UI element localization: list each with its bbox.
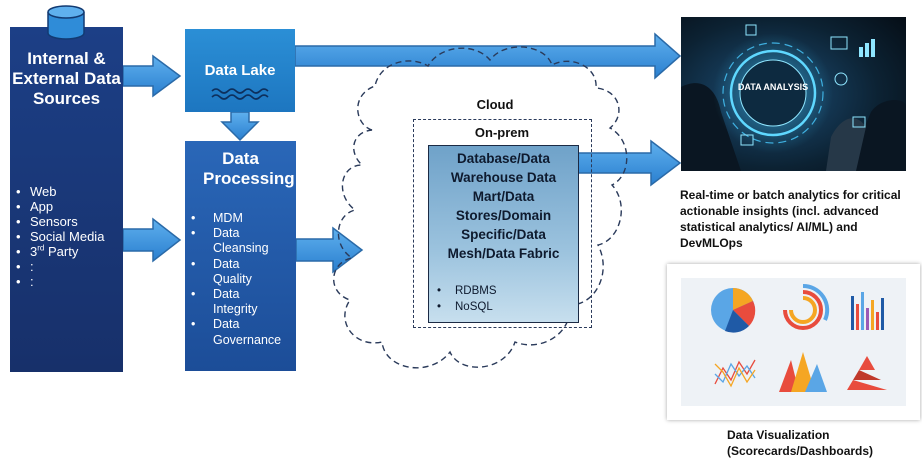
data-processing-title: Data Processing (203, 149, 295, 188)
list-item: : (10, 259, 123, 274)
list-item: Data Governance (185, 317, 283, 347)
data-processing-list: MDM Data Cleansing Data Quality Data Int… (185, 211, 296, 348)
list-item: : (10, 274, 123, 289)
list-item: Data Cleansing (185, 226, 273, 256)
visualization-panel (667, 264, 920, 420)
storage-list: RDBMS NoSQL (429, 283, 578, 315)
svg-text:DATA ANALYSIS: DATA ANALYSIS (738, 82, 808, 92)
radial-chart-thumbnail (783, 283, 830, 330)
list-item: Web (10, 184, 123, 199)
pyramid-chart-thumbnail (847, 356, 887, 390)
data-lake-title: Data Lake (204, 62, 276, 79)
data-sources-title: Internal & External Data Sources (12, 49, 121, 108)
data-lake-box: Data Lake (185, 29, 295, 112)
arrow-storage-to-analytics (576, 139, 682, 187)
list-item: RDBMS (431, 283, 578, 299)
line-chart-thumbnail (714, 359, 756, 388)
arrow-sources-to-processing (122, 217, 182, 263)
arrow-processing-to-cloud (295, 226, 364, 274)
bar-chart-thumbnail (851, 292, 884, 330)
list-item: 3rd Party (10, 244, 123, 259)
area-chart-thumbnail (779, 352, 827, 392)
analytics-caption: Real-time or batch analytics for critica… (680, 188, 901, 250)
visualization-caption: Data Visualization (Scorecards/Dashboard… (727, 427, 917, 459)
list-item: App (10, 199, 123, 214)
storage-box: Database/Data Warehouse Data Mart/Data S… (428, 145, 579, 323)
list-item: MDM (185, 211, 296, 226)
cloud-outline (333, 46, 628, 369)
arrow-lake-to-processing (220, 111, 260, 142)
data-processing-panel: Data Processing MDM Data Cleansing Data … (185, 141, 296, 371)
onprem-label: On-prem (474, 125, 530, 140)
list-item: Social Media (10, 229, 123, 244)
arrow-lake-to-analytics (294, 32, 682, 80)
data-sources-panel: Internal & External Data Sources Web App… (10, 27, 123, 372)
database-icon (47, 5, 85, 40)
arrow-sources-to-lake (122, 54, 182, 98)
water-waves-icon (211, 88, 269, 100)
visualization-caption-line1: Data Visualization (727, 428, 830, 442)
onprem-box (413, 119, 592, 328)
data-analysis-image: DATA ANALYSIS (681, 17, 906, 171)
list-item: Sensors (10, 214, 123, 229)
dashboard-thumbnails (681, 278, 906, 406)
pie-chart-thumbnail (711, 288, 756, 333)
list-item: NoSQL (431, 299, 578, 315)
storage-title: Database/Data Warehouse Data Mart/Data S… (447, 151, 560, 261)
cloud-label: Cloud (476, 97, 514, 112)
visualization-caption-line2: (Scorecards/Dashboards) (727, 444, 874, 458)
data-sources-list: Web App Sensors Social Media 3rd Party :… (10, 184, 123, 289)
data-analysis-icon: DATA ANALYSIS (681, 17, 906, 171)
list-item: Data Integrity (185, 287, 263, 317)
list-item: Data Quality (185, 257, 263, 287)
